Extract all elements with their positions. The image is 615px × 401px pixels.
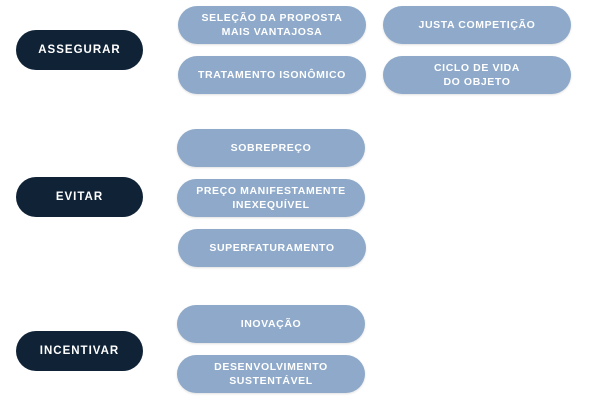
category-incentivar: INCENTIVAR bbox=[16, 331, 143, 371]
category-evitar: EVITAR bbox=[16, 177, 143, 217]
item-justa-competicao: JUSTA COMPETIÇÃO bbox=[383, 6, 571, 44]
item-desenvolvimento-sustentavel: DESENVOLVIMENTO SUSTENTÁVEL bbox=[177, 355, 365, 393]
item-selecao-proposta: SELEÇÃO DA PROPOSTA MAIS VANTAJOSA bbox=[178, 6, 366, 44]
item-tratamento-isonomico: TRATAMENTO ISONÔMICO bbox=[178, 56, 366, 94]
item-sobrepreco: SOBREPREÇO bbox=[177, 129, 365, 167]
item-inovacao: INOVAÇÃO bbox=[177, 305, 365, 343]
category-assegurar: ASSEGURAR bbox=[16, 30, 143, 70]
item-ciclo-de-vida: CICLO DE VIDA DO OBJETO bbox=[383, 56, 571, 94]
item-preco-inexequivel: PREÇO MANIFESTAMENTE INEXEQUÍVEL bbox=[177, 179, 365, 217]
item-superfaturamento: SUPERFATURAMENTO bbox=[178, 229, 366, 267]
